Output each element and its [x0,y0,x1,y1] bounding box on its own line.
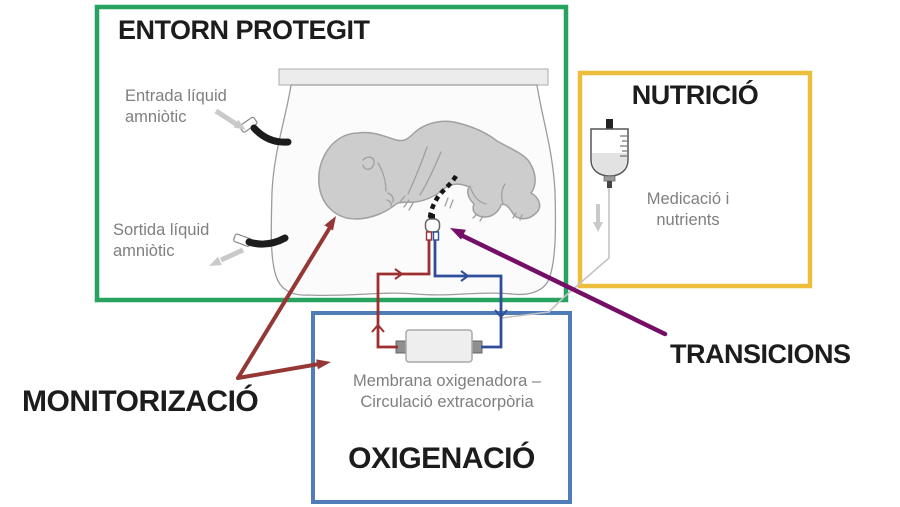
nutrient-flow-arrow [593,204,603,232]
oxygenation-title: OXIGENACIÓ [348,442,535,475]
fetus-figure [318,120,541,222]
medication-nutrients-label: Medicació i nutrients [646,190,730,230]
oxygenator-icon [395,329,483,363]
oxygenator-membrane-label-line2: Circulació extracorpòria [360,393,534,412]
iv-tube-line [501,188,610,319]
oxygenation-box [311,311,572,504]
oxygenator-membrane-label-line1: Membrana oxigenadora – [352,372,542,390]
protected-environment-title: ENTORN PROTEGIT [118,15,370,45]
amniotic-inflow-label: Entrada líquid amniòtic [125,87,227,127]
nutrition-title: NUTRICIÓ [631,80,759,110]
oxygenated-blood-line [371,240,431,349]
amniotic-bag-lid [278,68,549,86]
nutrition-box [577,70,813,289]
amniotic-outflow-tube [233,233,289,248]
oxygenator-membrane-label: Membrana oxigenadora – Circulació extrac… [327,371,567,414]
transition-arrow [450,228,668,337]
protected-environment-box [94,4,569,303]
inflow-direction-arrow [214,108,246,130]
monitoring-arrows [236,216,336,380]
deoxygenated-blood-line [433,240,508,349]
iv-bag-icon [590,119,629,188]
transitions-label: TRANSICIONS [670,339,851,369]
amniotic-outflow-label: Sortida líquid amniòtic [113,221,210,261]
outflow-direction-arrow [209,247,245,266]
monitoring-label: MONITORIZACIÓ [22,385,259,418]
